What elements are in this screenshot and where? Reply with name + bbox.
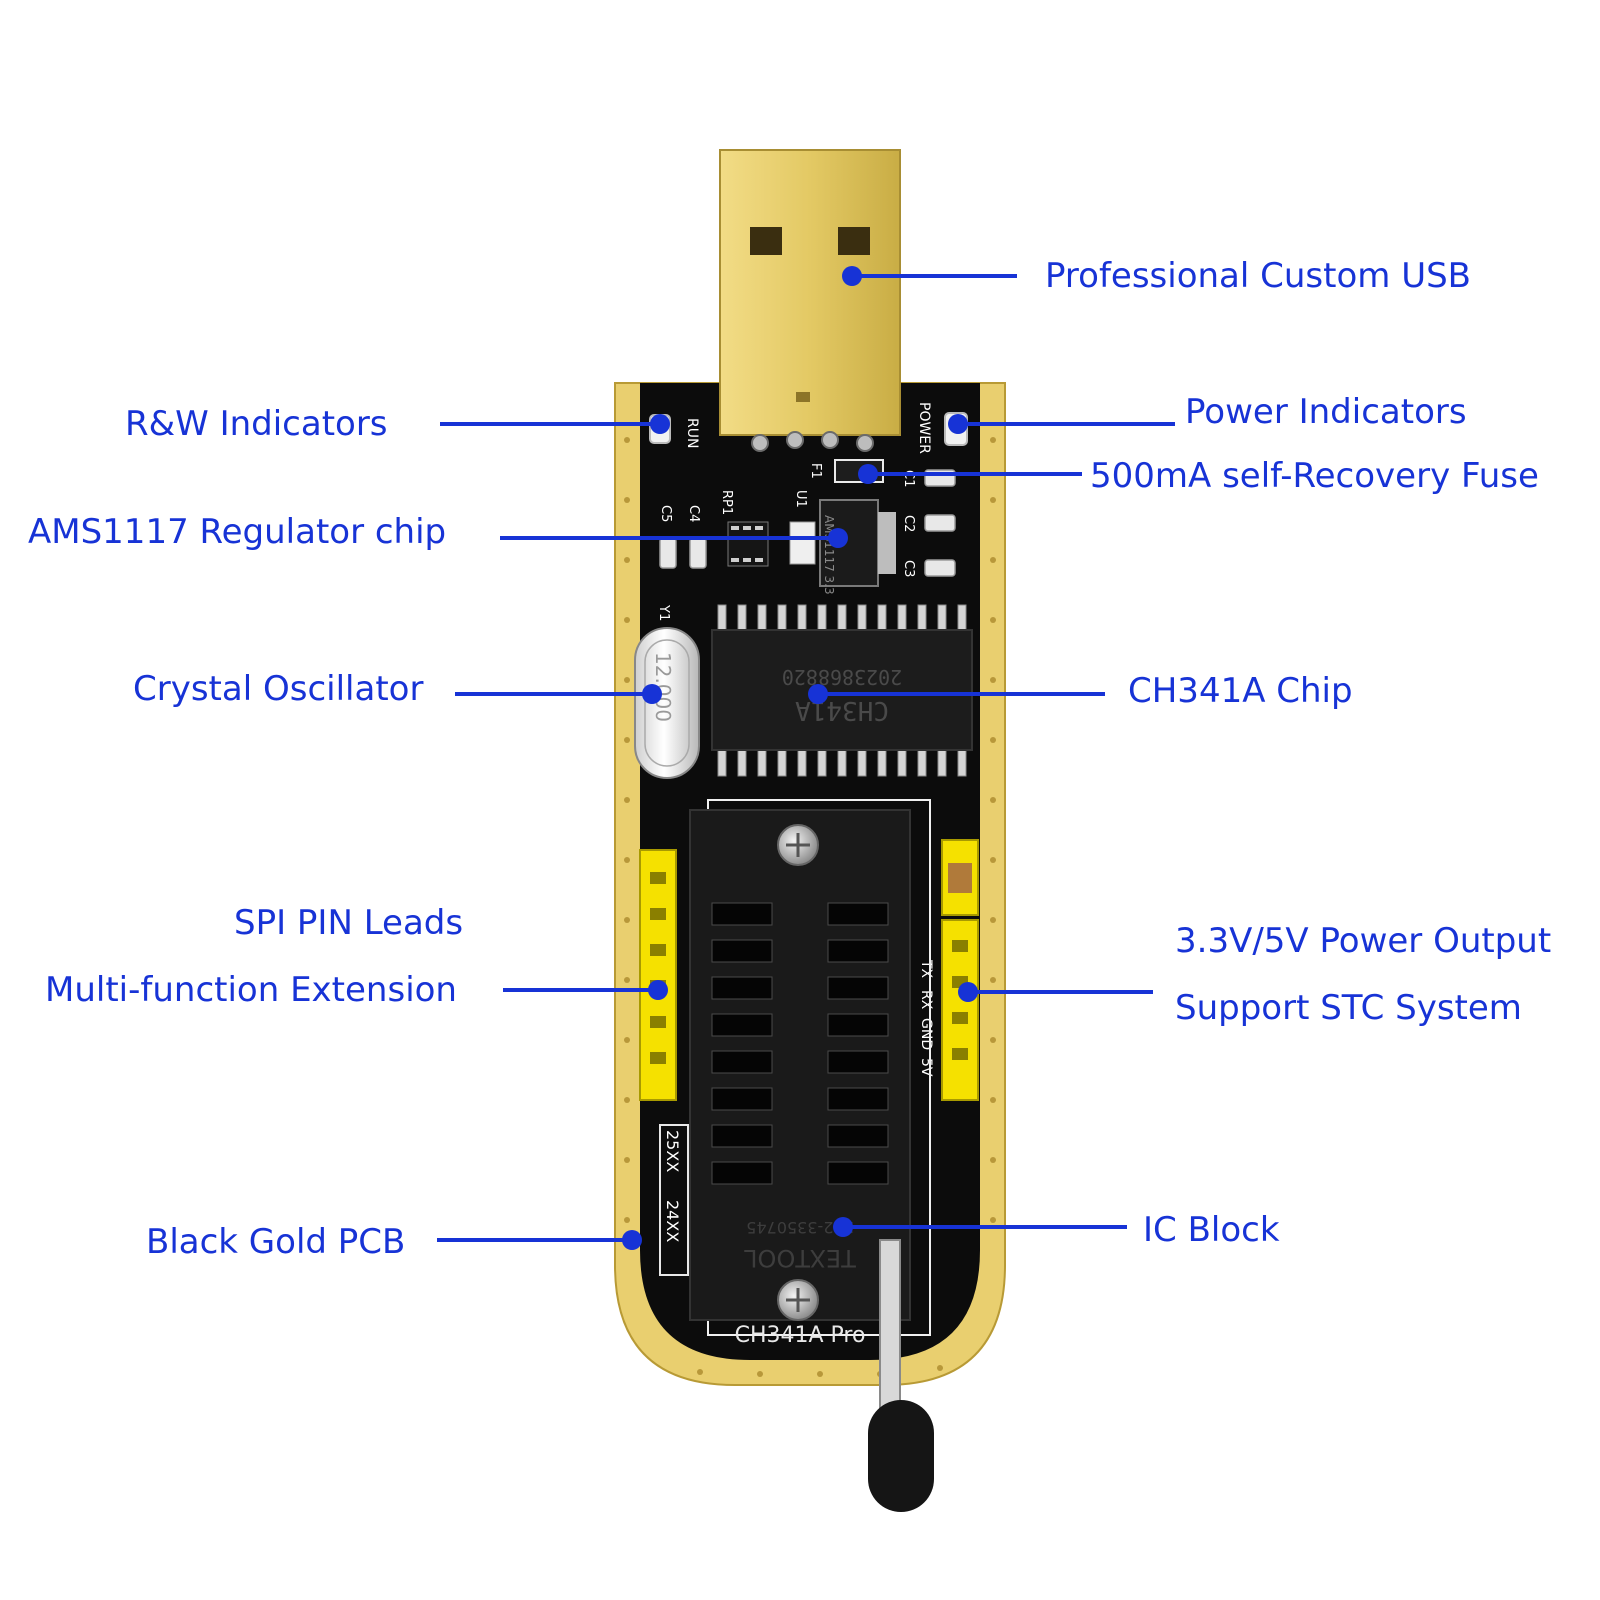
label-crystal-oscillator: Crystal Oscillator — [133, 669, 424, 709]
callout-power-indicators — [948, 414, 1175, 434]
silk-rx: RX — [918, 990, 934, 1010]
label-rw-indicators: R&W Indicators — [125, 404, 388, 444]
silk-u1: U1 — [793, 490, 808, 508]
label-multi-function-extension: Multi-function Extension — [45, 970, 457, 1010]
label-power-indicators: Power Indicators — [1185, 392, 1467, 432]
socket-lever-grip — [868, 1400, 934, 1512]
silk-run: RUN — [684, 418, 700, 448]
silk-rp1: RP1 — [719, 490, 734, 515]
silk-25xx: 25XX — [663, 1130, 682, 1172]
chip-name: CH341A — [795, 695, 889, 725]
label-fuse: 500mA self-Recovery Fuse — [1090, 456, 1539, 496]
silk-c2: C2 — [901, 515, 916, 532]
label-black-gold-pcb: Black Gold PCB — [146, 1222, 406, 1262]
silk-eeprom-markings: 25XX 24XX — [659, 1124, 689, 1276]
socket-contacts-left — [711, 902, 773, 1185]
callout-ch341a — [808, 684, 1105, 704]
capacitors — [659, 469, 956, 577]
socket-lever — [879, 1239, 901, 1421]
callout-ic-block — [833, 1217, 1127, 1237]
board-name: CH341A Pro — [735, 1323, 866, 1348]
label-spi-pin-leads: SPI PIN Leads — [234, 903, 464, 943]
silk-c5: C5 — [658, 505, 673, 522]
callout-rw-indicators — [440, 414, 670, 434]
silk-c4: C4 — [686, 505, 701, 522]
callout-power-output — [958, 982, 1153, 1002]
callout-spi-leads — [503, 980, 668, 1000]
socket-code: 222-3350745 — [746, 1218, 854, 1237]
silk-5v: 5V — [918, 1058, 934, 1077]
callout-regulator — [500, 528, 848, 548]
chip-pins-top — [717, 604, 967, 634]
callout-crystal — [455, 684, 662, 704]
resistor-array-rp1: RP1 — [719, 490, 769, 567]
spi-pin-header — [639, 849, 677, 1101]
label-power-output: 3.3V/5V Power Output — [1175, 921, 1552, 961]
usb-connector — [719, 149, 901, 452]
silk-tx: TX — [918, 959, 934, 979]
label-ch341a-chip: CH341A Chip — [1128, 671, 1353, 711]
silk-24xx: 24XX — [663, 1200, 682, 1242]
socket-brand: TEXTOOL — [744, 1244, 857, 1272]
ch341a-chip: 2023868820 CH341A — [711, 604, 973, 777]
label-ic-block: IC Block — [1143, 1210, 1280, 1250]
callout-black-gold-pcb — [437, 1230, 642, 1250]
silk-power: POWER — [916, 402, 932, 454]
label-stc-support: Support STC System — [1175, 988, 1522, 1028]
silk-c3: C3 — [901, 560, 916, 577]
silk-y1: Y1 — [656, 604, 671, 621]
crystal-oscillator-y1: 12.000 Y1 — [634, 604, 700, 779]
chip-code: 2023868820 — [782, 665, 902, 689]
callout-usb — [842, 266, 1017, 286]
silk-f1: F1 — [808, 463, 823, 479]
callout-fuse — [858, 464, 1082, 484]
label-professional-custom-usb: Professional Custom USB — [1045, 256, 1471, 296]
regulator-marking: AMS1117 3.3 — [822, 515, 836, 595]
socket-contacts-right — [827, 902, 889, 1185]
silk-gnd: GND — [918, 1018, 934, 1050]
edge-vias — [624, 437, 996, 1377]
regulator-u1: AMS1117 3.3 U1 — [789, 490, 896, 595]
ic-block-socket: 222-3350745 TEXTOOL CH341A Pro — [689, 799, 934, 1512]
label-regulator: AMS1117 Regulator chip — [28, 512, 447, 552]
